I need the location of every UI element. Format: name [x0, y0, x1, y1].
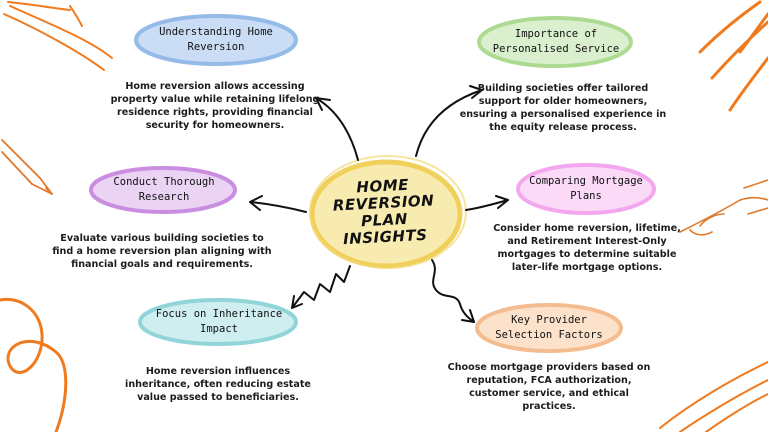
- topic-description-inheritance: Home reversion influences inheritance, o…: [125, 366, 311, 403]
- corner-doodle-top-right: [698, 0, 768, 112]
- connector-arrows: [249, 85, 509, 323]
- pointing-hand-doodle: [679, 179, 768, 236]
- arrow-comparing: [465, 199, 509, 211]
- topic-title-line: Impact: [200, 323, 238, 335]
- topic-description-understanding: Home reversion allows accessing property…: [110, 81, 320, 131]
- corner-doodle-bottom-left: [0, 297, 68, 432]
- arrow-personalised: [415, 89, 483, 157]
- topic-title-line: Conduct Thorough: [113, 176, 215, 188]
- topic-title-line: Personalised Service: [492, 43, 620, 55]
- topic-title-line: Comparing Mortgage: [529, 175, 643, 187]
- bubble-research: [89, 166, 237, 214]
- topic-title-line: Reversion: [187, 41, 245, 53]
- topic-title-line: Focus on Inheritance: [155, 308, 283, 320]
- bubble-understanding: [134, 14, 298, 66]
- topic-title-understanding: Understanding Home Reversion: [140, 25, 292, 55]
- topic-description-research: Evaluate various building societies to f…: [52, 233, 272, 270]
- topic-description-provider: Choose mortgage providers based on reput…: [447, 362, 651, 412]
- arrow-understanding: [315, 97, 359, 161]
- topic-title-personalised: Importance of Personalised Service: [480, 27, 632, 57]
- topic-title-comparing: Comparing Mortgage Plans: [516, 174, 656, 204]
- topic-title-provider: Key Provider Selection Factors: [478, 313, 620, 343]
- topic-title-line: Selection Factors: [495, 329, 603, 341]
- topic-description-personalised: Building societies offer tailored suppor…: [459, 83, 667, 133]
- bubble-comparing: [516, 163, 656, 215]
- topic-title-line: Importance of: [514, 28, 598, 40]
- corner-doodle-bottom-right: [659, 361, 768, 432]
- bubble-inheritance: [138, 298, 298, 346]
- arrow-provider: [431, 259, 475, 323]
- corner-doodle-top-left: [3, 1, 113, 71]
- pencil-doodle: [1, 139, 53, 195]
- topic-title-line: Plans: [570, 190, 602, 202]
- topic-title-line: Key Provider: [511, 314, 587, 326]
- central-title: HOME REVERSION PLAN INSIGHTS: [318, 175, 449, 250]
- central-hub: [309, 155, 467, 269]
- arrow-inheritance: [291, 265, 351, 309]
- bubble-personalised: [477, 16, 633, 68]
- bubble-provider: [475, 303, 623, 353]
- topic-title-line: Understanding Home: [159, 26, 273, 38]
- topic-title-inheritance: Focus on Inheritance Impact: [142, 307, 296, 337]
- topic-title-research: Conduct Thorough Research: [96, 175, 232, 205]
- topic-title-line: Research: [138, 191, 190, 203]
- topic-description-comparing: Consider home reversion, lifetime, and R…: [493, 223, 681, 273]
- arrow-research: [249, 201, 307, 213]
